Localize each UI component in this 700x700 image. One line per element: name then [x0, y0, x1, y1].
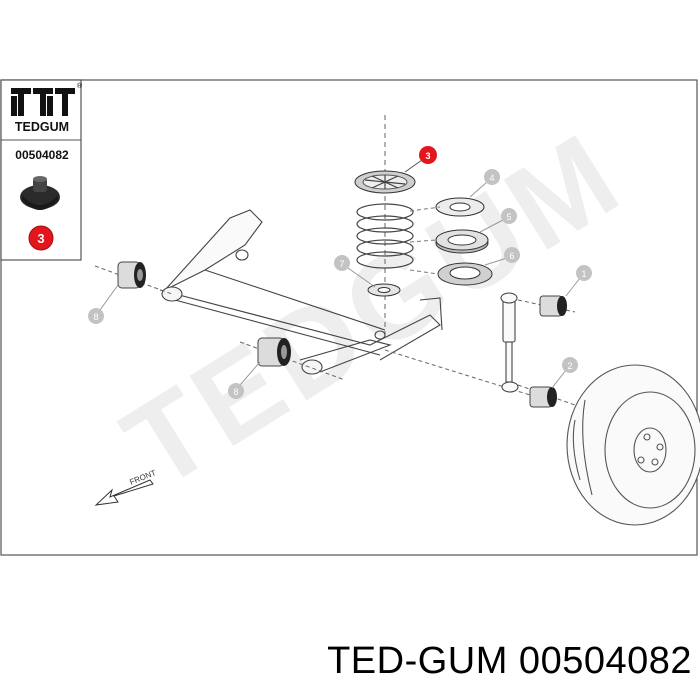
svg-text:4: 4 [489, 173, 494, 183]
svg-text:7: 7 [339, 259, 344, 269]
registered-mark: ® [77, 82, 83, 90]
part-thumbnail [20, 176, 60, 210]
bushing-8-left [117, 261, 146, 289]
shock-absorber [500, 292, 519, 393]
bushing-1 [539, 295, 567, 317]
bushing-2 [529, 386, 557, 408]
svg-text:8: 8 [233, 387, 238, 397]
svg-text:2: 2 [567, 361, 572, 371]
svg-text:1: 1 [581, 269, 586, 279]
svg-text:3: 3 [425, 151, 430, 161]
callout-8-right: 8 [228, 361, 261, 399]
callout-7: 7 [334, 255, 376, 288]
brand-name: TEDGUM [15, 120, 69, 134]
callout-2: 2 [551, 357, 578, 389]
spring-pad-7 [367, 283, 401, 297]
product-title: TED-GUM 00504082 [327, 640, 692, 682]
svg-text:5: 5 [506, 212, 511, 222]
svg-text:8: 8 [93, 312, 98, 322]
callout-4: 4 [469, 169, 500, 198]
seat-6 [437, 262, 493, 286]
diagram-frame [0, 79, 698, 556]
part-number: 00504082 [15, 148, 69, 162]
part-info-box: ® TEDGUM 00504082 3 [0, 79, 83, 261]
tedgum-logo [11, 88, 75, 116]
svg-text:3: 3 [37, 231, 44, 246]
axle-beam [159, 209, 443, 375]
front-direction-arrow: FRONT [94, 468, 157, 506]
wheel [566, 364, 700, 526]
callout-6: 6 [484, 247, 520, 266]
bearing-5 [435, 229, 489, 254]
callout-8-left: 8 [88, 284, 119, 324]
highlight-badge: 3 [28, 225, 54, 251]
callout-3: 3 [404, 146, 437, 173]
svg-text:6: 6 [509, 251, 514, 261]
bushing-8-right [257, 337, 291, 367]
top-mount-3 [354, 170, 416, 194]
callout-5: 5 [479, 208, 517, 233]
coil-spring [356, 203, 414, 269]
seat-4 [435, 197, 485, 217]
callout-1: 1 [565, 265, 592, 297]
